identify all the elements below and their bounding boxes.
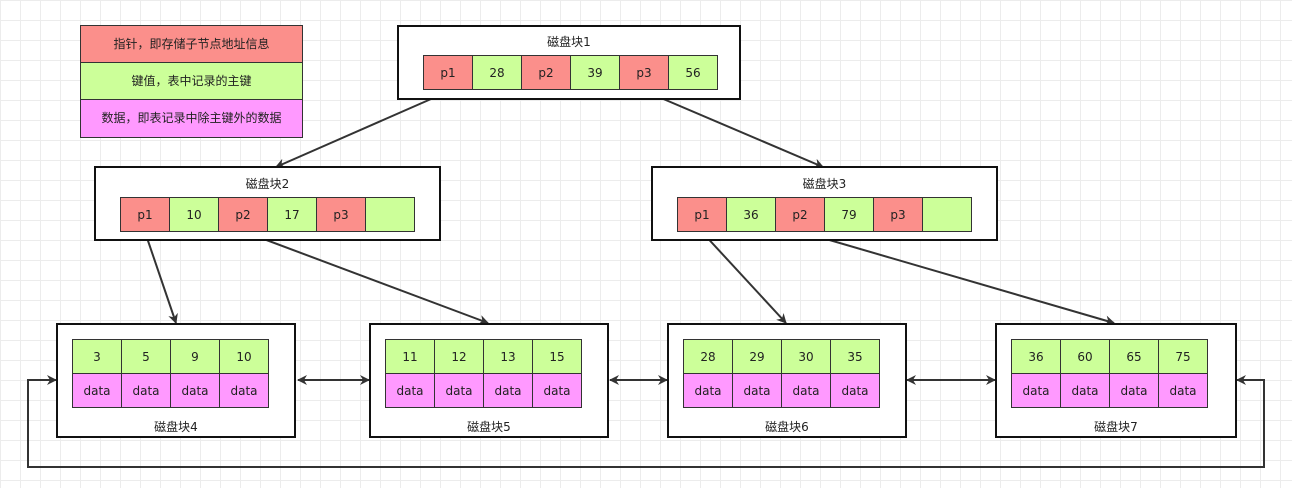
key-cell <box>365 197 415 232</box>
key-cell: 5 <box>121 339 171 374</box>
data-cell: data <box>1158 373 1208 408</box>
key-cell: 35 <box>830 339 880 374</box>
data-cell: data <box>121 373 171 408</box>
key-row: 28 29 30 35 <box>683 339 880 374</box>
disk-block-7: 36 60 65 75 data data data data 磁盘块7 <box>995 323 1237 438</box>
key-cell: 9 <box>170 339 220 374</box>
key-cell: 65 <box>1109 339 1159 374</box>
key-cell: 75 <box>1158 339 1208 374</box>
disk-block-1: 磁盘块1 p1 28 p2 39 p3 56 <box>397 25 741 100</box>
pointer-cell: p3 <box>619 55 669 90</box>
data-cell: data <box>170 373 220 408</box>
disk-block-5: 11 12 13 15 data data data data 磁盘块5 <box>369 323 609 438</box>
arrow-block1-p1-to-block2 <box>275 91 448 168</box>
pointer-cell: p2 <box>521 55 571 90</box>
block-title: 磁盘块4 <box>154 420 198 434</box>
disk-block-2: 磁盘块2 p1 10 p2 17 p3 <box>94 166 441 241</box>
key-cell: 11 <box>385 339 435 374</box>
key-cell: 30 <box>781 339 831 374</box>
key-cell: 28 <box>472 55 522 90</box>
key-cell: 10 <box>169 197 219 232</box>
disk-block-3: 磁盘块3 p1 36 p2 79 p3 <box>651 166 998 241</box>
disk-block-6: 28 29 30 35 data data data data 磁盘块6 <box>667 323 907 438</box>
key-cell: 10 <box>219 339 269 374</box>
arrow-block1-p3-to-block3 <box>646 91 824 169</box>
data-row: data data data data <box>1011 373 1208 408</box>
data-cell: data <box>830 373 880 408</box>
block-title: 磁盘块7 <box>1094 420 1138 434</box>
legend-data: 数据，即表记录中除主键外的数据 <box>81 100 302 137</box>
key-cell: 36 <box>1011 339 1061 374</box>
pointer-cell: p1 <box>423 55 473 90</box>
data-cell: data <box>434 373 484 408</box>
block-title: 磁盘块2 <box>245 177 290 191</box>
pointer-cell: p1 <box>677 197 727 232</box>
block-cells: p1 28 p2 39 p3 56 <box>423 55 718 90</box>
key-cell <box>922 197 972 232</box>
data-cell: data <box>483 373 533 408</box>
legend: 指针，即存储子节点地址信息 键值，表中记录的主键 数据，即表记录中除主键外的数据 <box>80 25 303 138</box>
pointer-cell: p3 <box>316 197 366 232</box>
data-cell: data <box>1011 373 1061 408</box>
data-cell: data <box>72 373 122 408</box>
key-cell: 15 <box>532 339 582 374</box>
key-row: 3 5 9 10 <box>72 339 269 374</box>
legend-key: 键值，表中记录的主键 <box>81 63 302 100</box>
block-title: 磁盘块6 <box>765 420 809 434</box>
key-cell: 28 <box>683 339 733 374</box>
arrow-block2-p1-to-block4 <box>144 231 178 324</box>
data-cell: data <box>532 373 582 408</box>
key-row: 11 12 13 15 <box>385 339 582 374</box>
data-cell: data <box>732 373 782 408</box>
key-cell: 39 <box>570 55 620 90</box>
key-cell: 29 <box>732 339 782 374</box>
link-block7-wrap-to-block4 <box>27 375 1265 468</box>
data-cell: data <box>781 373 831 408</box>
key-cell: 13 <box>483 339 533 374</box>
key-cell: 36 <box>726 197 776 232</box>
disk-block-4: 3 5 9 10 data data data data 磁盘块4 <box>56 323 296 438</box>
pointer-cell: p3 <box>873 197 923 232</box>
key-cell: 12 <box>434 339 484 374</box>
pointer-cell: p2 <box>775 197 825 232</box>
block-cells: p1 36 p2 79 p3 <box>677 197 972 232</box>
key-cell: 79 <box>824 197 874 232</box>
data-cell: data <box>683 373 733 408</box>
block-title: 磁盘块1 <box>547 35 591 49</box>
data-cell: data <box>219 373 269 408</box>
legend-pointer: 指针，即存储子节点地址信息 <box>81 26 302 63</box>
key-cell: 3 <box>72 339 122 374</box>
pointer-cell: p1 <box>120 197 170 232</box>
data-cell: data <box>1109 373 1159 408</box>
key-cell: 56 <box>668 55 718 90</box>
data-row: data data data data <box>385 373 582 408</box>
key-cell: 60 <box>1060 339 1110 374</box>
data-cell: data <box>1060 373 1110 408</box>
pointer-cell: p2 <box>218 197 268 232</box>
data-row: data data data data <box>683 373 880 408</box>
data-row: data data data data <box>72 373 269 408</box>
arrow-block3-p2-to-block7 <box>801 231 1115 326</box>
block-cells: p1 10 p2 17 p3 <box>120 197 415 232</box>
arrow-block2-p2-to-block5 <box>244 231 489 325</box>
block-title: 磁盘块5 <box>467 420 511 434</box>
key-row: 36 60 65 75 <box>1011 339 1208 374</box>
arrow-block3-p1-to-block6 <box>701 231 787 324</box>
key-cell: 17 <box>267 197 317 232</box>
data-cell: data <box>385 373 435 408</box>
block-title: 磁盘块3 <box>802 177 847 191</box>
